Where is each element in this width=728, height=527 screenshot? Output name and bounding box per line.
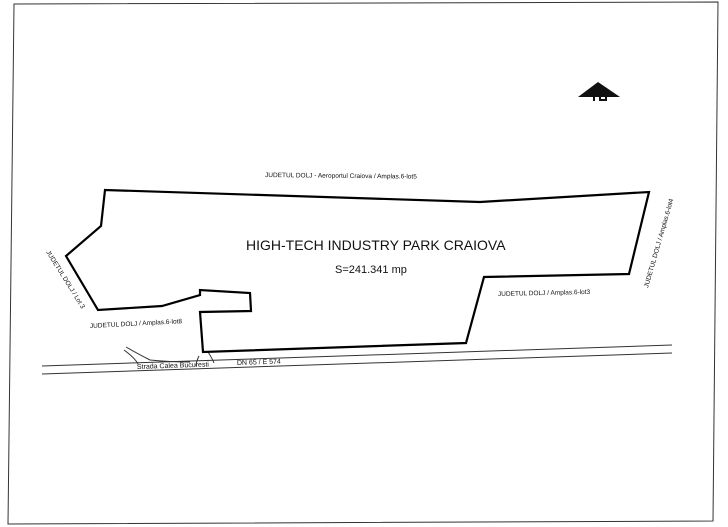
park-area: S=241.341 mp [335,264,407,276]
highway-label: DN 65 / E 574 [237,358,281,367]
sheet-border [7,1,719,525]
neighbor-southwest-label: JUDETUL DOLJ / Amplas.6-lot8 [90,318,183,330]
street-label: Strada Calea Bucuresti [137,361,210,371]
park-boundary [64,188,651,354]
neighbor-southeast-label: JUDETUL DOLJ / Amplas.6-lot3 [498,289,591,298]
neighbor-north-label: JUDETUL DOLJ - Aeroportul Craiova / Ampl… [265,172,417,181]
park-title: HIGH-TECH INDUSTRY PARK CRAIOVA [246,237,506,253]
north-arrow-icon [578,82,620,101]
road [41,344,673,375]
